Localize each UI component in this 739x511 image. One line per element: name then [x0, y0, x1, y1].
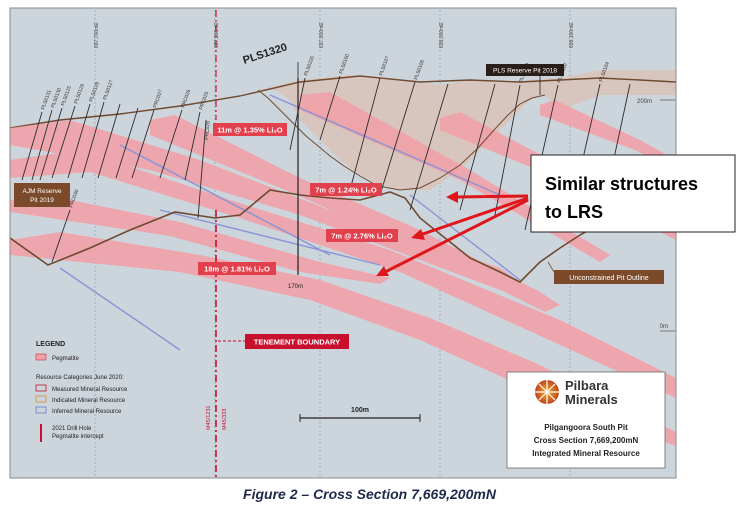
intercept-label: 7m @ 1.24% Li₂O	[310, 183, 382, 196]
unconstrained-pit-label: Unconstrained Pit Outline	[547, 261, 664, 284]
svg-text:Resource Categories June 2020:: Resource Categories June 2020:	[36, 375, 124, 381]
callout-line1: Similar structures	[545, 174, 698, 194]
svg-text:11m @ 1.35% Li₂O: 11m @ 1.35% Li₂O	[217, 126, 282, 135]
intercept-label: 18m @ 1.81% Li₂O	[198, 262, 276, 275]
logo-name-line2: Minerals	[565, 392, 618, 407]
callout-arrows	[376, 191, 529, 276]
svg-text:100m: 100m	[351, 407, 369, 414]
svg-text:Pegmatite intercept: Pegmatite intercept	[52, 434, 104, 440]
title-block: Pilbara Minerals Pilgangoora South Pit C…	[506, 371, 666, 469]
title-line1: Pilgangoora South Pit	[544, 423, 628, 432]
easting-label: 698,000mE	[439, 22, 445, 48]
callout-box: Similar structures to LRS	[530, 154, 736, 233]
svg-text:TENEMENT BOUNDARY: TENEMENT BOUNDARY	[254, 338, 340, 347]
legend: LEGEND Pegmatite Resource Categories Jun…	[35, 341, 128, 442]
tenement-boundary-label: TENEMENT BOUNDARY	[218, 334, 349, 349]
logo-name-line1: Pilbara	[565, 378, 609, 393]
panel-border	[9, 7, 677, 479]
legend-inferred-swatch	[35, 406, 47, 414]
easting-label: 697,700mE	[94, 22, 100, 48]
pit-bench-lines-east	[399, 94, 546, 191]
callout-line2: to LRS	[545, 202, 603, 222]
scale-bar: 100m	[299, 407, 421, 422]
figure-caption: Figure 2 – Cross Section 7,669,200mN	[243, 486, 496, 502]
easting-label: 697,800mE	[214, 22, 220, 48]
svg-text:2021 Drill Hole: 2021 Drill Hole	[52, 426, 92, 432]
legend-indicated-swatch	[35, 395, 47, 403]
svg-text:AJM Reserve: AJM Reserve	[22, 188, 61, 195]
title-line2: Cross Section 7,669,200mN	[534, 436, 639, 445]
svg-text:Pegmatite: Pegmatite	[52, 356, 80, 362]
pls-reserve-pit-label: PLS Reserve Pit 2018	[486, 64, 564, 95]
pilbara-logo-icon	[535, 380, 559, 404]
inferred-resource-lines	[59, 94, 521, 351]
svg-text:Measured Mineral Resource: Measured Mineral Resource	[52, 387, 128, 393]
ajm-reserve-pit-label: AJM Reserve Pit 2019	[14, 183, 70, 207]
intercept-label: 7m @ 2.76% Li₂O	[326, 229, 398, 242]
svg-text:18m @ 1.81% Li₂O: 18m @ 1.81% Li₂O	[204, 265, 270, 274]
rl-label: 0m	[660, 324, 668, 330]
legend-pegmatite-swatch	[35, 353, 47, 361]
tenement-id-right: M45/333	[222, 409, 228, 430]
easting-label: 697,900mE	[319, 22, 325, 48]
hole-depth-label: 170m	[288, 284, 303, 290]
tenement-id-left: M45/1231	[206, 406, 212, 430]
svg-text:Indicated Mineral Resource: Indicated Mineral Resource	[52, 398, 126, 404]
easting-label: 698,100mE	[569, 22, 575, 48]
pit-bench-lines	[257, 89, 401, 191]
intercept-label: 11m @ 1.35% Li₂O	[213, 123, 287, 136]
svg-text:PLS Reserve Pit 2018: PLS Reserve Pit 2018	[493, 68, 557, 75]
svg-text:Pit 2019: Pit 2019	[30, 197, 54, 204]
topography-line	[10, 75, 676, 129]
drill-hole-label: PRC028	[204, 121, 212, 141]
legend-title: LEGEND	[36, 341, 65, 348]
rl-label: 200m	[637, 99, 652, 105]
svg-text:Unconstrained Pit Outline: Unconstrained Pit Outline	[569, 275, 648, 282]
svg-text:7m @ 1.24% Li₂O: 7m @ 1.24% Li₂O	[315, 186, 377, 195]
svg-text:7m @ 2.76% Li₂O: 7m @ 2.76% Li₂O	[331, 232, 393, 241]
unconstrained-pit-outline	[10, 189, 676, 283]
title-line3: Integrated Mineral Resource	[532, 449, 640, 458]
svg-text:Inferred Mineral Resource: Inferred Mineral Resource	[52, 409, 122, 415]
legend-measured-swatch	[35, 384, 47, 392]
